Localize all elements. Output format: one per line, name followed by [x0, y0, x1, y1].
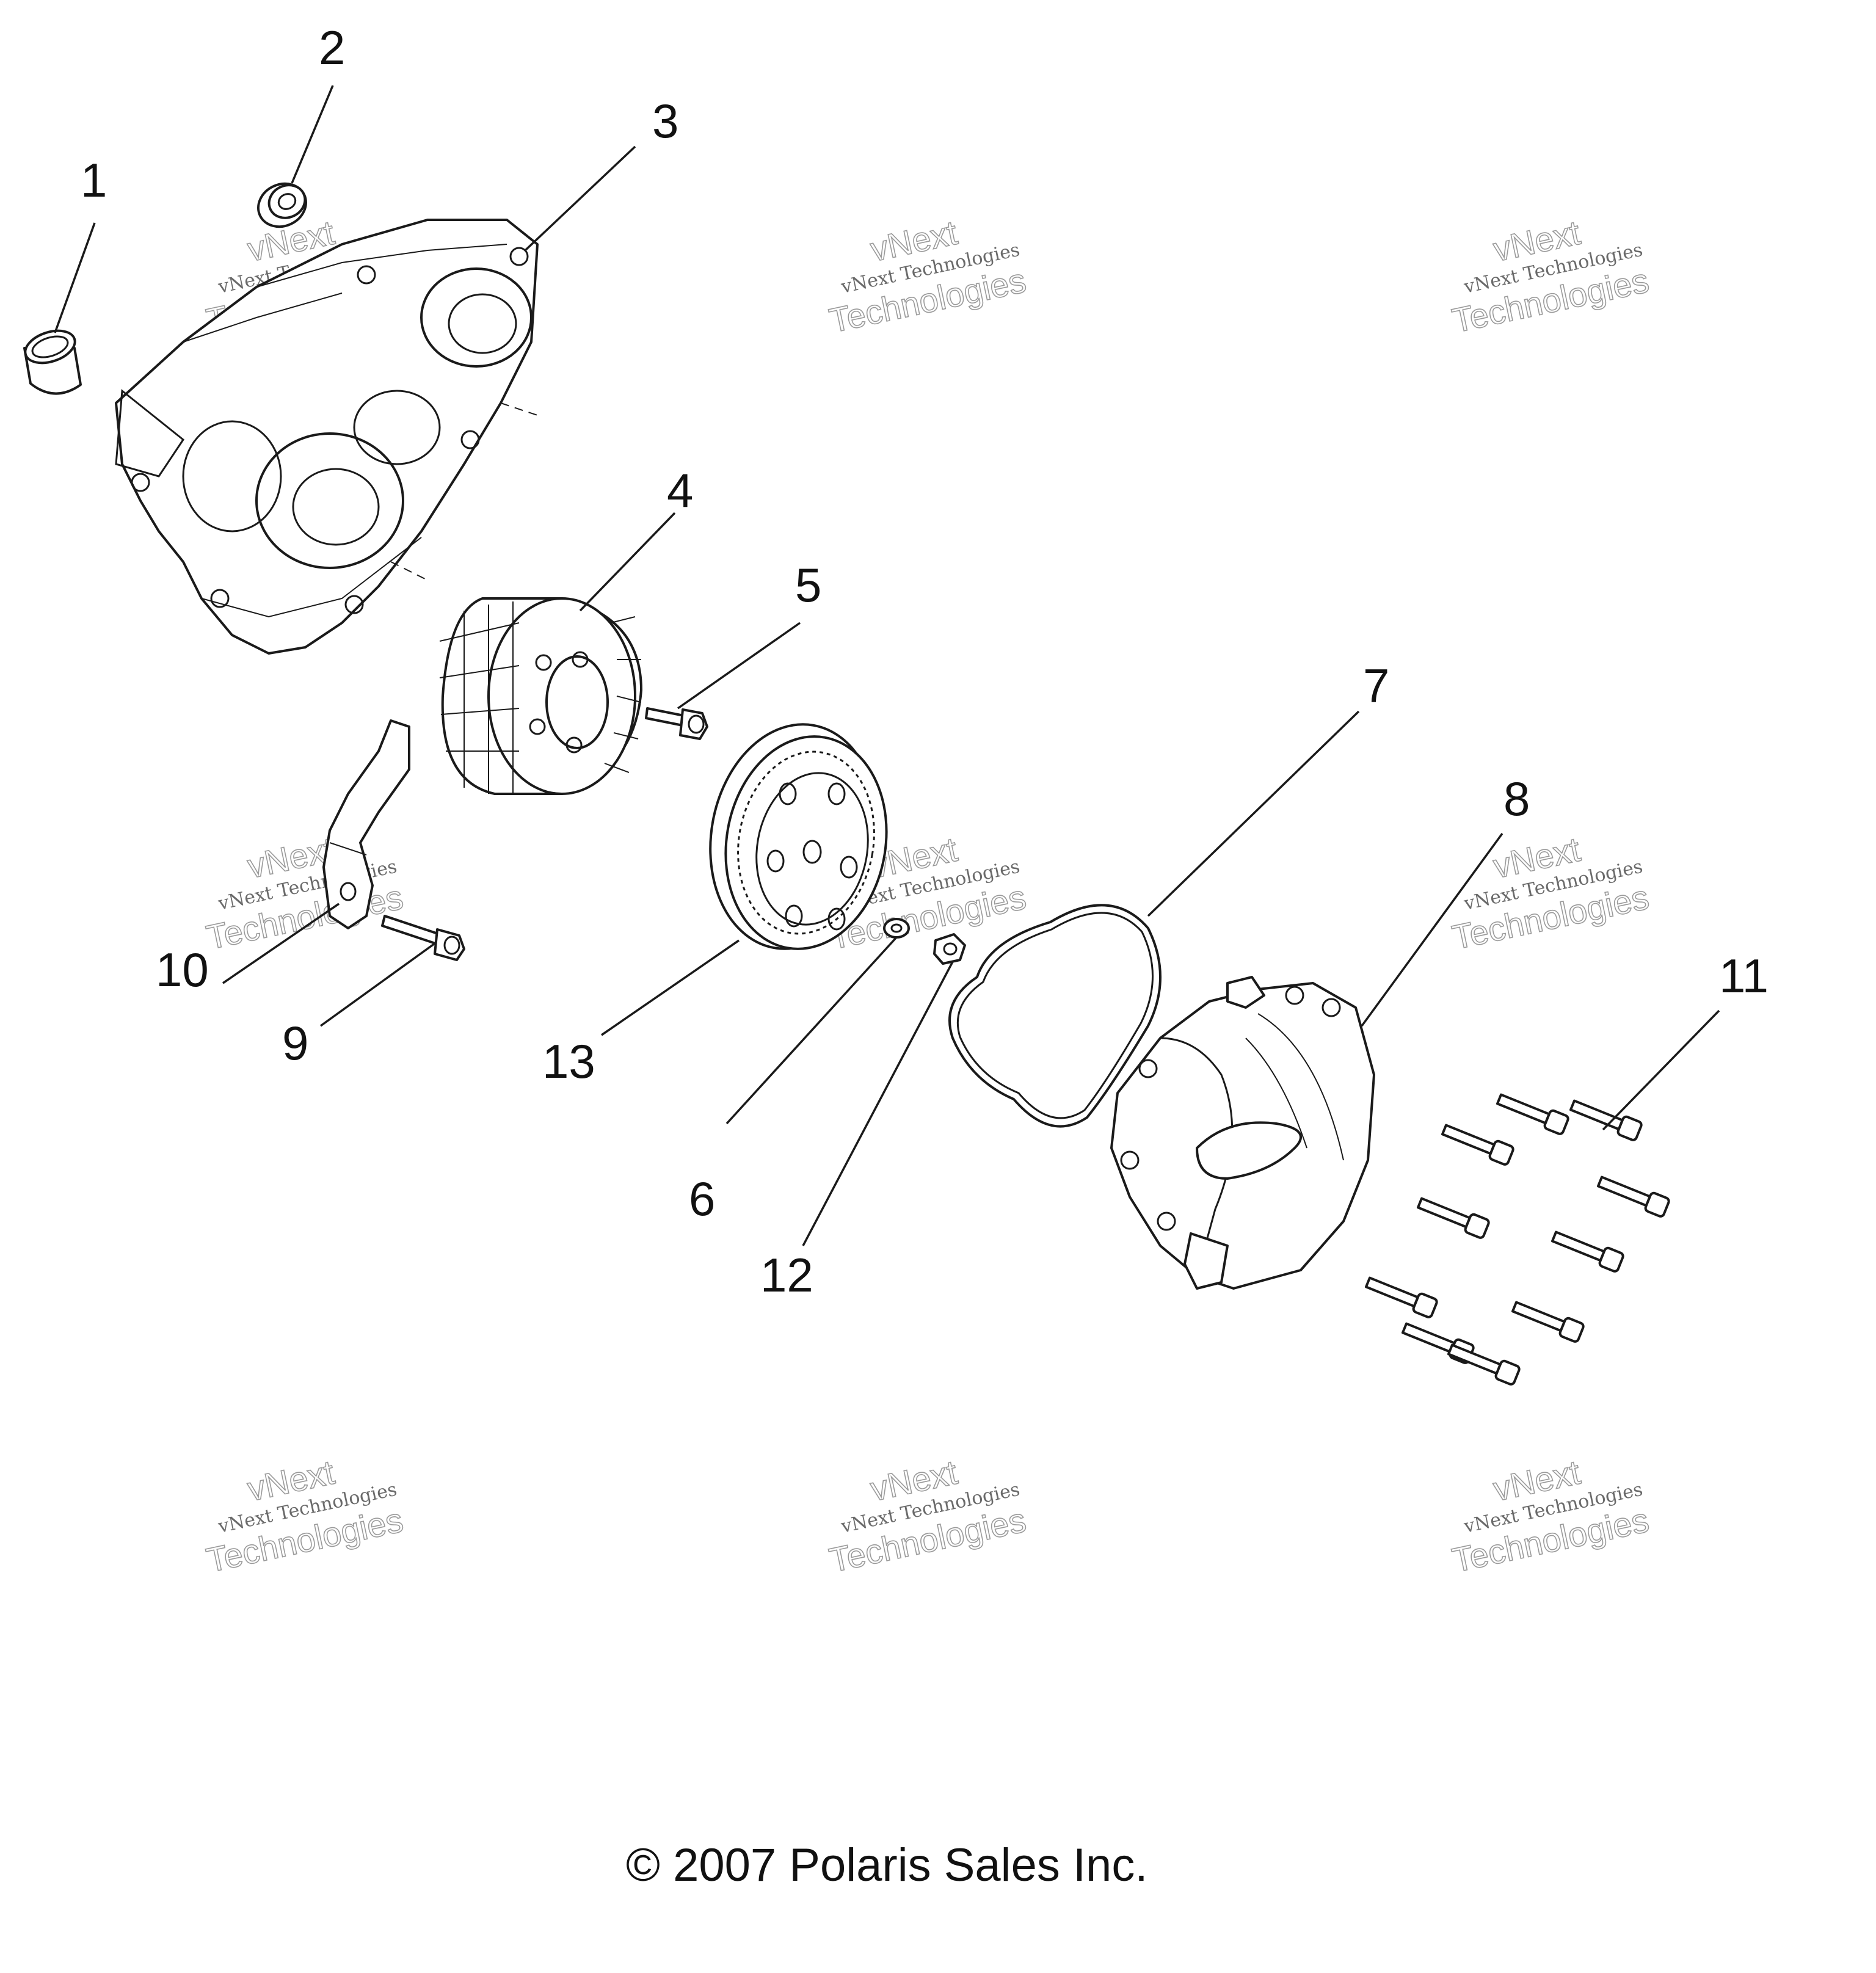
callout-12: 12	[760, 1248, 813, 1302]
leader-9	[319, 942, 436, 1027]
seal-ring-part[interactable]	[21, 325, 82, 395]
bolt-11a	[1496, 1093, 1569, 1135]
callout-labels: 1 2 3 4 5 6 7 8 9 10 11 12 13	[81, 21, 1769, 1302]
callout-3: 3	[652, 94, 678, 148]
leader-6	[725, 936, 898, 1125]
callout-4: 4	[667, 463, 693, 517]
watermark: vNext vNext Technologies Technologies	[1449, 1452, 1652, 1580]
bolt-11c	[1441, 1124, 1514, 1166]
watermark: vNext vNext Technologies Technologies	[203, 829, 407, 957]
bolt-part-5[interactable]	[645, 707, 708, 740]
bolt-11e	[1417, 1197, 1490, 1239]
bolt-11f	[1551, 1230, 1624, 1273]
leader-5	[677, 622, 801, 710]
leader-13	[601, 939, 740, 1036]
callout-6: 6	[689, 1172, 715, 1226]
cover-bolts-part[interactable]	[1364, 1090, 1670, 1386]
watermark: vNext vNext Technologies Technologies	[826, 213, 1030, 341]
callout-1: 1	[81, 153, 107, 207]
flywheel-part[interactable]	[693, 711, 903, 962]
callout-10: 10	[156, 943, 209, 997]
bolt-11h	[1511, 1301, 1585, 1343]
callout-13: 13	[542, 1034, 595, 1088]
leader-3	[524, 145, 636, 252]
watermark: vNext vNext Technologies Technologies	[1449, 213, 1652, 341]
leader-11	[1602, 1009, 1720, 1131]
leader-8	[1361, 832, 1503, 1027]
callout-7: 7	[1363, 659, 1389, 713]
bolt-11j	[1447, 1343, 1521, 1386]
bolt-11b	[1569, 1099, 1643, 1141]
callout-5: 5	[795, 558, 821, 612]
bracket-part[interactable]	[322, 719, 410, 929]
washer-part[interactable]	[883, 918, 910, 939]
watermark: vNext vNext Technologies Technologies	[826, 1452, 1030, 1580]
leader-lines	[54, 85, 1720, 1246]
copyright-notice: © 2007 Polaris Sales Inc.	[626, 1839, 1147, 1891]
callout-2: 2	[319, 21, 345, 74]
bolt-11d	[1597, 1175, 1670, 1218]
watermark: vNext vNext Technologies Technologies	[203, 1452, 407, 1580]
bearing-part[interactable]	[251, 176, 313, 234]
watermark: vNext vNext Technologies Technologies	[1449, 829, 1652, 957]
leader-7	[1147, 710, 1360, 917]
stator-cover-part[interactable]	[1110, 976, 1375, 1290]
nut-part[interactable]	[933, 933, 966, 965]
gasket-part[interactable]	[948, 904, 1162, 1128]
callout-9: 9	[282, 1016, 308, 1070]
leader-4	[579, 512, 676, 612]
callout-11: 11	[1719, 949, 1769, 1003]
leader-12	[802, 961, 954, 1246]
callout-8: 8	[1503, 772, 1530, 826]
bolt-11g	[1365, 1276, 1438, 1318]
stator-part[interactable]	[439, 597, 642, 795]
leader-1	[54, 222, 96, 333]
leader-10	[222, 903, 340, 984]
leader-2	[291, 85, 334, 184]
crankcase-cover-part[interactable]	[115, 219, 539, 655]
bolt-part-9[interactable]	[381, 915, 465, 961]
